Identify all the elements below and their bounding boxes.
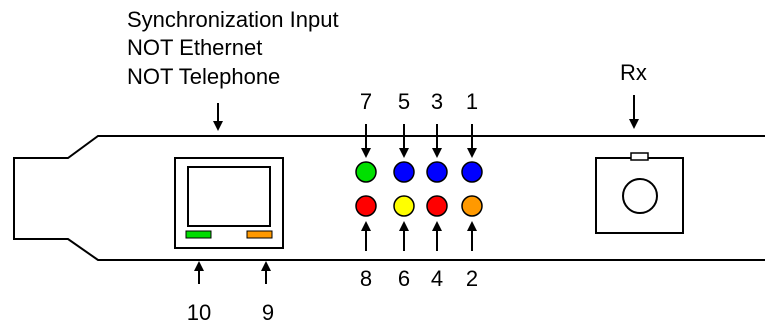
led-6 xyxy=(393,195,415,217)
rj45-connector xyxy=(174,157,284,249)
bracket-outline xyxy=(13,135,765,261)
led-2-number: 2 xyxy=(466,266,478,291)
led-6-number: 6 xyxy=(398,266,410,291)
rj45-label-line3: NOT Telephone xyxy=(127,64,280,89)
led-3 xyxy=(426,161,448,183)
rj45-led-10-number: 10 xyxy=(187,300,211,325)
rj45-led-9 xyxy=(246,230,273,239)
rj45-led-10 xyxy=(185,230,212,239)
led-3-number: 3 xyxy=(431,89,443,114)
rj45-led-9-number: 9 xyxy=(262,300,274,325)
led-7 xyxy=(355,161,377,183)
led-5-number: 5 xyxy=(398,89,410,114)
rx-connector xyxy=(595,152,684,234)
rj45-label-line2: NOT Ethernet xyxy=(127,35,262,60)
rx-label: Rx xyxy=(620,60,647,85)
led-1-number: 1 xyxy=(466,89,478,114)
led-2 xyxy=(461,195,483,217)
led-8 xyxy=(355,195,377,217)
led-4 xyxy=(426,195,448,217)
led-1 xyxy=(461,161,483,183)
led-4-number: 4 xyxy=(431,266,443,291)
led-5 xyxy=(393,161,415,183)
rj45-label-line1: Synchronization Input xyxy=(127,7,339,32)
led-7-number: 7 xyxy=(360,89,372,114)
led-8-number: 8 xyxy=(360,266,372,291)
